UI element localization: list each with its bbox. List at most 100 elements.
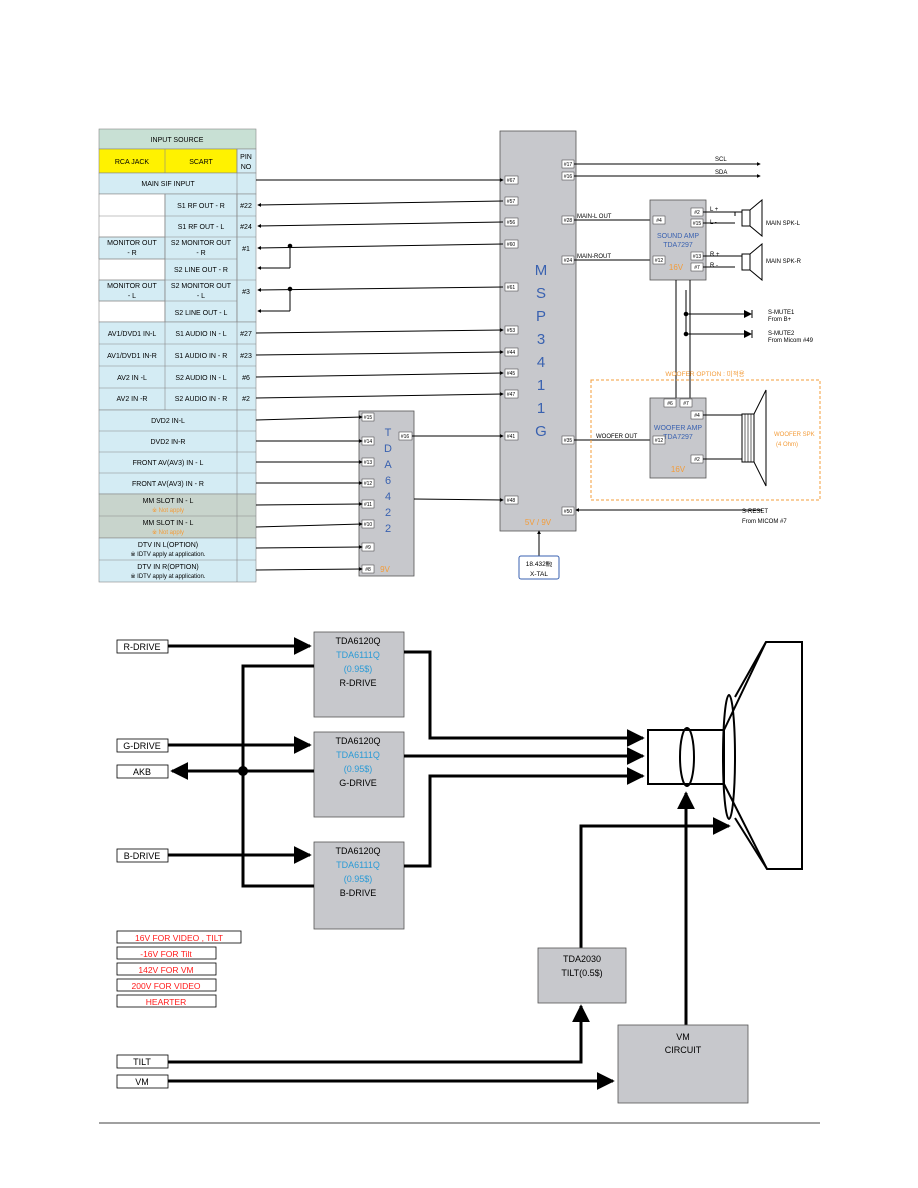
audio-wiring <box>255 162 762 572</box>
woofer-amp-title: WOOFER AMP <box>654 425 703 432</box>
sound-amp-block: SOUND AMP TDA7297 16V #4 #12 #2 #15 #13 … <box>649 199 707 281</box>
svg-text:B-DRIVE: B-DRIVE <box>340 888 377 898</box>
svg-text:#6: #6 <box>667 401 673 407</box>
msp-pin-box: #60 <box>504 239 519 249</box>
svg-text:#4: #4 <box>694 413 700 419</box>
row-dtv-l: DTV IN L(OPTION) <box>138 542 198 549</box>
svg-text:16V FOR VIDEO , TILT: 16V FOR VIDEO , TILT <box>135 933 223 943</box>
msp-pin-box: #44 <box>504 347 519 357</box>
svg-text:#45: #45 <box>507 371 516 377</box>
row-dtv-r: DTV IN R(OPTION) <box>137 564 198 571</box>
svg-text:#15: #15 <box>693 221 702 227</box>
row-s2line-r: S2 LINE OUT - R <box>174 267 228 274</box>
pin-1: #1 <box>242 246 250 253</box>
svg-text:#11: #11 <box>364 502 372 508</box>
row-dvd2-r: DVD2 IN-R <box>150 439 185 446</box>
sig-main-l: MAIN-L OUT <box>577 214 612 220</box>
vm-circuit-block: VM CIRCUIT <box>617 1024 749 1104</box>
col-rca: RCA JACK <box>115 159 150 166</box>
msp-voltage: 5V / 9V <box>525 518 552 527</box>
row-av1-l: AV1/DVD1 IN-L <box>108 331 157 338</box>
legend-item: 142V FOR VM <box>116 962 217 976</box>
crt-tube-icon <box>647 641 803 870</box>
svg-text:#10: #10 <box>364 522 373 528</box>
svg-text:#12: #12 <box>364 481 373 487</box>
woofer-option-label: WOOFER OPTION : 미적용 <box>665 369 744 378</box>
msp-signal-labels: SCL SDA MAIN-L OUT MAIN-ROUT WOOFER OUT <box>577 157 727 440</box>
tda6422-voltage: 9V <box>380 565 390 574</box>
sig-main-r: MAIN-ROUT <box>577 254 611 260</box>
msp-letter-3: 3 <box>537 331 545 348</box>
svg-text:#2: #2 <box>694 457 700 463</box>
video-wiring <box>168 637 731 1090</box>
pin-23: #23 <box>240 353 252 360</box>
svg-text:TDA6120Q: TDA6120Q <box>335 636 380 646</box>
xtal-label: X-TAL <box>530 571 548 578</box>
svg-text:#53: #53 <box>507 328 516 334</box>
col-no: NO <box>241 164 252 171</box>
r-drive-input: R-DRIVE <box>116 639 169 654</box>
woofer-amp-voltage: 16V <box>671 465 686 474</box>
msp-letter-g: G <box>535 423 547 440</box>
pin-6: #6 <box>242 375 250 382</box>
tda-letter-2a: 2 <box>385 507 391 519</box>
woofer-spk-label: WOOFER SPK <box>774 432 815 438</box>
row-mm-l-note: ※ Not apply <box>152 507 184 514</box>
tda6422-pin-box: #9 <box>361 542 375 552</box>
svg-text:#7: #7 <box>683 401 689 407</box>
svg-text:(0.95$): (0.95$) <box>344 874 373 884</box>
label-spk-r: MAIN SPK-R <box>766 259 802 265</box>
svg-text:#13: #13 <box>364 460 373 466</box>
sound-amp-voltage: 16V <box>669 263 684 272</box>
xtal-freq: 18.432㎒ <box>526 560 553 568</box>
tda6422-pin-box: #12 <box>361 478 375 488</box>
svg-text:#17: #17 <box>564 162 573 168</box>
svg-text:#35: #35 <box>564 438 573 444</box>
sig-scl: SCL <box>715 157 727 163</box>
vm-input: VM <box>116 1074 169 1089</box>
svg-text:#50: #50 <box>564 509 573 515</box>
tda6422-block: T D A 6 4 2 2 9V #15 #14 #13 #12 #11 #10… <box>358 410 415 577</box>
row-s1audio-l: S1 AUDIO IN - L <box>175 331 226 338</box>
label-spk-l: MAIN SPK-L <box>766 221 801 227</box>
svg-text:#60: #60 <box>507 242 516 248</box>
mute-diode-icon <box>744 310 753 338</box>
svg-text:#9: #9 <box>365 545 371 551</box>
msp-pin-box: #28 <box>561 215 575 225</box>
voltage-legend: 16V FOR VIDEO , TILT -16V FOR Tilt 142V … <box>116 930 242 1008</box>
svg-text:#14: #14 <box>364 439 373 445</box>
input-source-table: INPUT SOURCE RCA JACK SCART PIN NO MAIN … <box>98 128 257 583</box>
woofer-spk-ohm: (4 Ohm) <box>776 442 798 448</box>
svg-text:TDA6120Q: TDA6120Q <box>335 846 380 856</box>
legend-item: 200V FOR VIDEO <box>116 978 217 992</box>
row-main-sif: MAIN SIF INPUT <box>141 181 195 188</box>
row-s1audio-r: S1 AUDIO IN - R <box>175 353 228 360</box>
svg-text:TDA2030: TDA2030 <box>563 954 601 964</box>
tda-letter-4: 4 <box>385 491 391 503</box>
row-mm-r-note: ※ Not apply <box>152 529 184 536</box>
svg-text:#12: #12 <box>655 258 664 264</box>
reset-label: S-RESET <box>742 509 768 515</box>
row-mon-l: MONITOR OUT <box>107 283 157 290</box>
svg-text:HEARTER: HEARTER <box>146 997 186 1007</box>
mute-wiring <box>675 280 744 400</box>
svg-text:#48: #48 <box>507 498 516 504</box>
tilt-input: TILT <box>116 1054 169 1069</box>
msp-pin-box: #56 <box>504 217 519 227</box>
sound-amp-part: TDA7297 <box>663 242 693 249</box>
msp-pin-box: #17 <box>561 159 575 169</box>
woofer-amp-pin: #6 <box>663 398 677 408</box>
msp-letter-p: P <box>536 308 546 325</box>
svg-text:B-DRIVE: B-DRIVE <box>124 851 161 861</box>
svg-text:CIRCUIT: CIRCUIT <box>665 1045 702 1055</box>
chip-r-drive: TDA6120Q TDA6111Q (0.95$) R-DRIVE <box>313 631 405 718</box>
row-front-l: FRONT AV(AV3) IN - L <box>133 460 204 467</box>
speaker-l-icon <box>741 198 763 238</box>
row-dtv-l-note: ※ IDTV apply at application. <box>130 551 205 558</box>
row-dvd2-l: DVD2 IN-L <box>151 418 185 425</box>
row-s2line-l: S2 LINE OUT - L <box>175 310 228 317</box>
msp-pin-box: #57 <box>504 196 519 206</box>
row-av2-l: AV2 IN -L <box>117 375 147 382</box>
svg-text:R-DRIVE: R-DRIVE <box>339 678 376 688</box>
svg-text:#16: #16 <box>564 174 573 180</box>
